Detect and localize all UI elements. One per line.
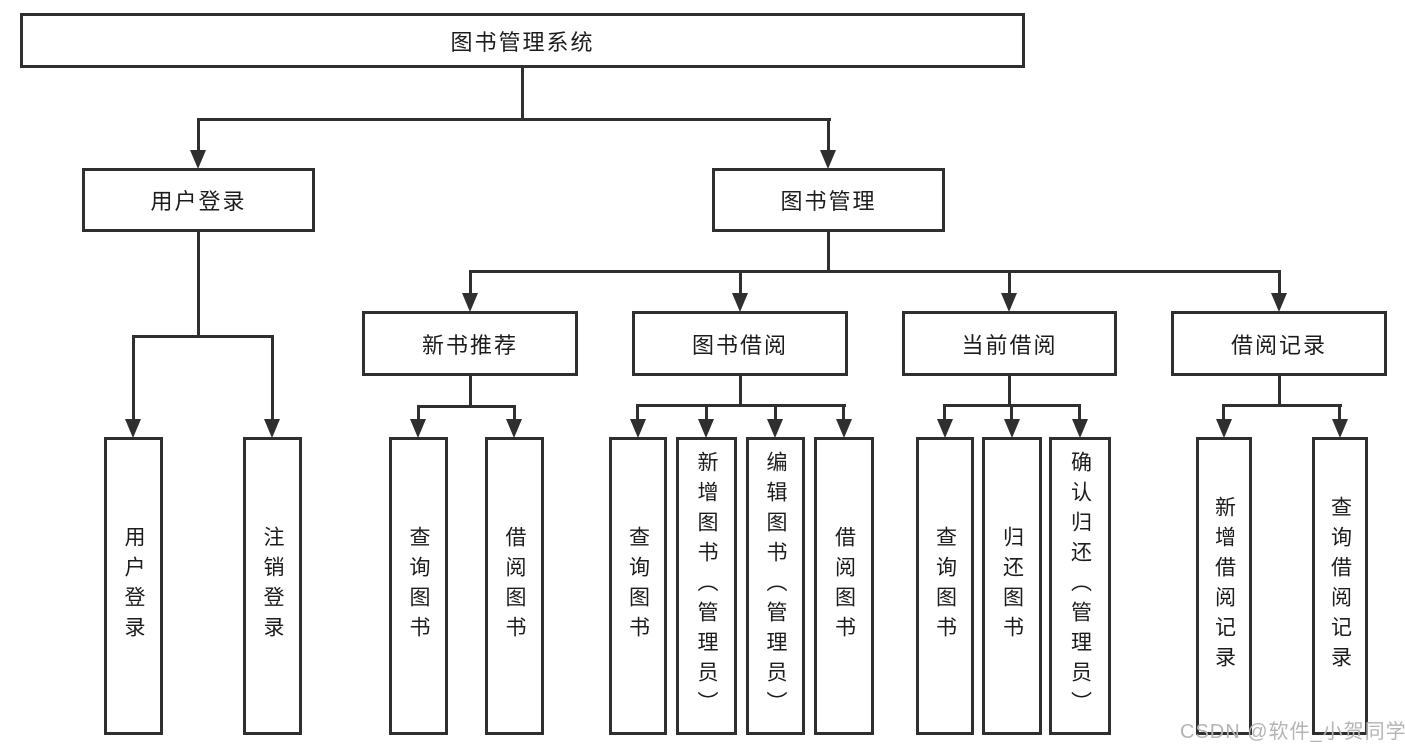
watermark-text: CSDN @软件_小贺同学 [1180, 721, 1405, 743]
arrowhead-icon [767, 419, 783, 438]
arrowhead-icon [410, 419, 426, 438]
connector-line [417, 405, 516, 408]
connector-line [513, 405, 516, 421]
leaf-borrow-book-recommend-label: 借阅图书 [503, 526, 526, 646]
leaf-query-book-current: 查询图书 [916, 437, 974, 735]
arrowhead-icon [125, 419, 141, 438]
leaf-borrow-book-recommend: 借阅图书 [485, 437, 544, 735]
node-borrow-records-label: 借阅记录 [1230, 332, 1327, 358]
node-user-login-label: 用户登录 [150, 189, 247, 214]
connector-line [1222, 404, 1225, 421]
arrowhead-icon [1001, 293, 1017, 312]
node-user-login: 用户登录 [82, 168, 315, 232]
arrowhead-icon [1332, 419, 1348, 438]
arrowhead-icon [1216, 419, 1232, 438]
connector-line [132, 335, 135, 421]
arrowhead-icon [506, 419, 522, 438]
arrowhead-icon [1072, 419, 1088, 438]
leaf-add-borrow-record: 新增借阅记录 [1196, 437, 1252, 735]
connector-line [842, 404, 845, 421]
leaf-borrow-book: 借阅图书 [814, 437, 874, 735]
arrowhead-icon [836, 419, 852, 438]
node-book-management-label: 图书管理 [780, 189, 877, 214]
connector-line [1222, 404, 1342, 407]
leaf-confirm-return-admin-label: 确认归还（管理员） [1068, 451, 1092, 721]
leaf-add-borrow-record-label: 新增借阅记录 [1212, 496, 1236, 676]
connector-line [521, 65, 524, 121]
connector-line [469, 270, 1281, 273]
connector-line [271, 335, 274, 421]
connector-line [739, 373, 742, 407]
leaf-add-book-admin: 新增图书（管理员） [676, 437, 737, 735]
leaf-query-book-borrow: 查询图书 [609, 437, 667, 735]
leaf-query-borrow-record: 查询借阅记录 [1312, 437, 1368, 735]
leaf-query-book-current-label: 查询图书 [933, 526, 957, 646]
leaf-user-login-label: 用户登录 [122, 526, 145, 646]
arrowhead-icon [190, 150, 206, 169]
arrowhead-icon [1271, 293, 1287, 312]
connector-line [636, 404, 639, 421]
node-root: 图书管理系统 [20, 13, 1025, 68]
arrowhead-icon [698, 419, 714, 438]
connector-line [132, 335, 274, 338]
arrowhead-icon [264, 419, 280, 438]
leaf-logout-label: 注销登录 [261, 526, 284, 646]
node-new-book-recommend: 新书推荐 [362, 311, 578, 376]
leaf-add-book-admin-label: 新增图书（管理员） [695, 451, 718, 721]
connector-line [636, 404, 846, 407]
leaf-query-book-recommend: 查询图书 [389, 437, 448, 735]
arrowhead-icon [937, 419, 953, 438]
node-current-borrow: 当前借阅 [902, 311, 1117, 376]
node-new-book-recommend-label: 新书推荐 [421, 332, 518, 358]
connector-line [1338, 404, 1341, 421]
arrowhead-icon [732, 293, 748, 312]
connector-line [1010, 404, 1013, 421]
connector-line [197, 118, 200, 152]
leaf-query-book-recommend-label: 查询图书 [407, 526, 430, 646]
node-borrow-records: 借阅记录 [1171, 311, 1387, 376]
node-book-borrow: 图书借阅 [632, 311, 848, 376]
arrowhead-icon [630, 419, 646, 438]
node-current-borrow-label: 当前借阅 [961, 332, 1058, 358]
leaf-query-book-borrow-label: 查询图书 [626, 526, 650, 646]
connector-line [197, 231, 200, 338]
connector-line [469, 373, 472, 408]
node-root-label: 图书管理系统 [450, 29, 595, 55]
leaf-edit-book-admin-label: 编辑图书（管理员） [764, 451, 787, 721]
leaf-return-book-label: 归还图书 [1000, 526, 1024, 646]
leaf-user-login: 用户登录 [104, 437, 163, 735]
arrowhead-icon [820, 150, 836, 169]
connector-line [1008, 373, 1011, 407]
connector-line [1008, 270, 1011, 295]
leaf-edit-book-admin: 编辑图书（管理员） [746, 437, 805, 735]
leaf-borrow-book-label: 借阅图书 [832, 526, 856, 646]
connector-line [739, 270, 742, 295]
connector-line [197, 118, 831, 121]
connector-line [1278, 373, 1281, 407]
connector-line [943, 404, 946, 421]
connector-line [417, 405, 420, 421]
connector-line [1278, 270, 1281, 295]
connector-line [774, 404, 777, 421]
leaf-return-book: 归还图书 [982, 437, 1042, 735]
node-book-borrow-label: 图书借阅 [691, 332, 788, 358]
connector-line [469, 270, 472, 295]
arrowhead-icon [462, 293, 478, 312]
leaf-logout: 注销登录 [243, 437, 302, 735]
leaf-query-borrow-record-label: 查询借阅记录 [1328, 496, 1352, 676]
connector-line [705, 404, 708, 421]
leaf-confirm-return-admin: 确认归还（管理员） [1049, 437, 1111, 735]
connector-line [827, 118, 830, 152]
node-book-management: 图书管理 [712, 168, 945, 232]
arrowhead-icon [1004, 419, 1020, 438]
connector-line [827, 231, 830, 273]
connector-line [1078, 404, 1081, 421]
